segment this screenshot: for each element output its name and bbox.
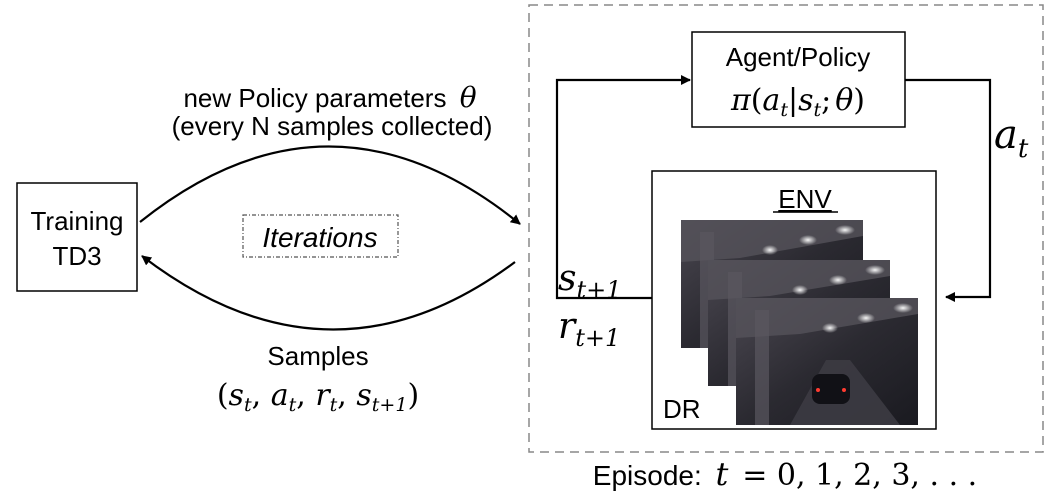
episode-label: Episode: t = 0, 1, 2, 3, . . . xyxy=(593,455,977,493)
next-state-label: st+1 xyxy=(558,258,622,304)
action-arrow xyxy=(905,78,992,302)
update-frequency-label: (every N samples collected) xyxy=(172,111,493,141)
policy-parameters-label: new Policy parameters θ xyxy=(183,81,476,114)
simulator-frame-front xyxy=(736,298,918,425)
dr-label: DR xyxy=(663,394,701,424)
training-label: Training xyxy=(31,206,124,236)
iterations-label: Iterations xyxy=(262,222,377,253)
iterations-box xyxy=(242,214,399,258)
env-title: ENV xyxy=(778,184,832,214)
samples-arrow xyxy=(141,255,516,331)
reward-label: rt+1 xyxy=(558,306,620,352)
td3-label: TD3 xyxy=(52,241,101,271)
samples-tuple: (st, at, rt, st+1) xyxy=(217,378,419,416)
car-shape xyxy=(812,374,850,404)
training-box xyxy=(16,182,138,292)
policy-formula: π(at|st;θ) xyxy=(730,83,865,121)
action-label: at xyxy=(994,112,1029,164)
episode-boundary xyxy=(528,4,1044,453)
policy-update-arrow xyxy=(139,145,521,225)
agent-policy-title: Agent/Policy xyxy=(726,42,871,72)
samples-label: Samples xyxy=(267,341,368,371)
state-reward-arrow xyxy=(555,75,691,300)
